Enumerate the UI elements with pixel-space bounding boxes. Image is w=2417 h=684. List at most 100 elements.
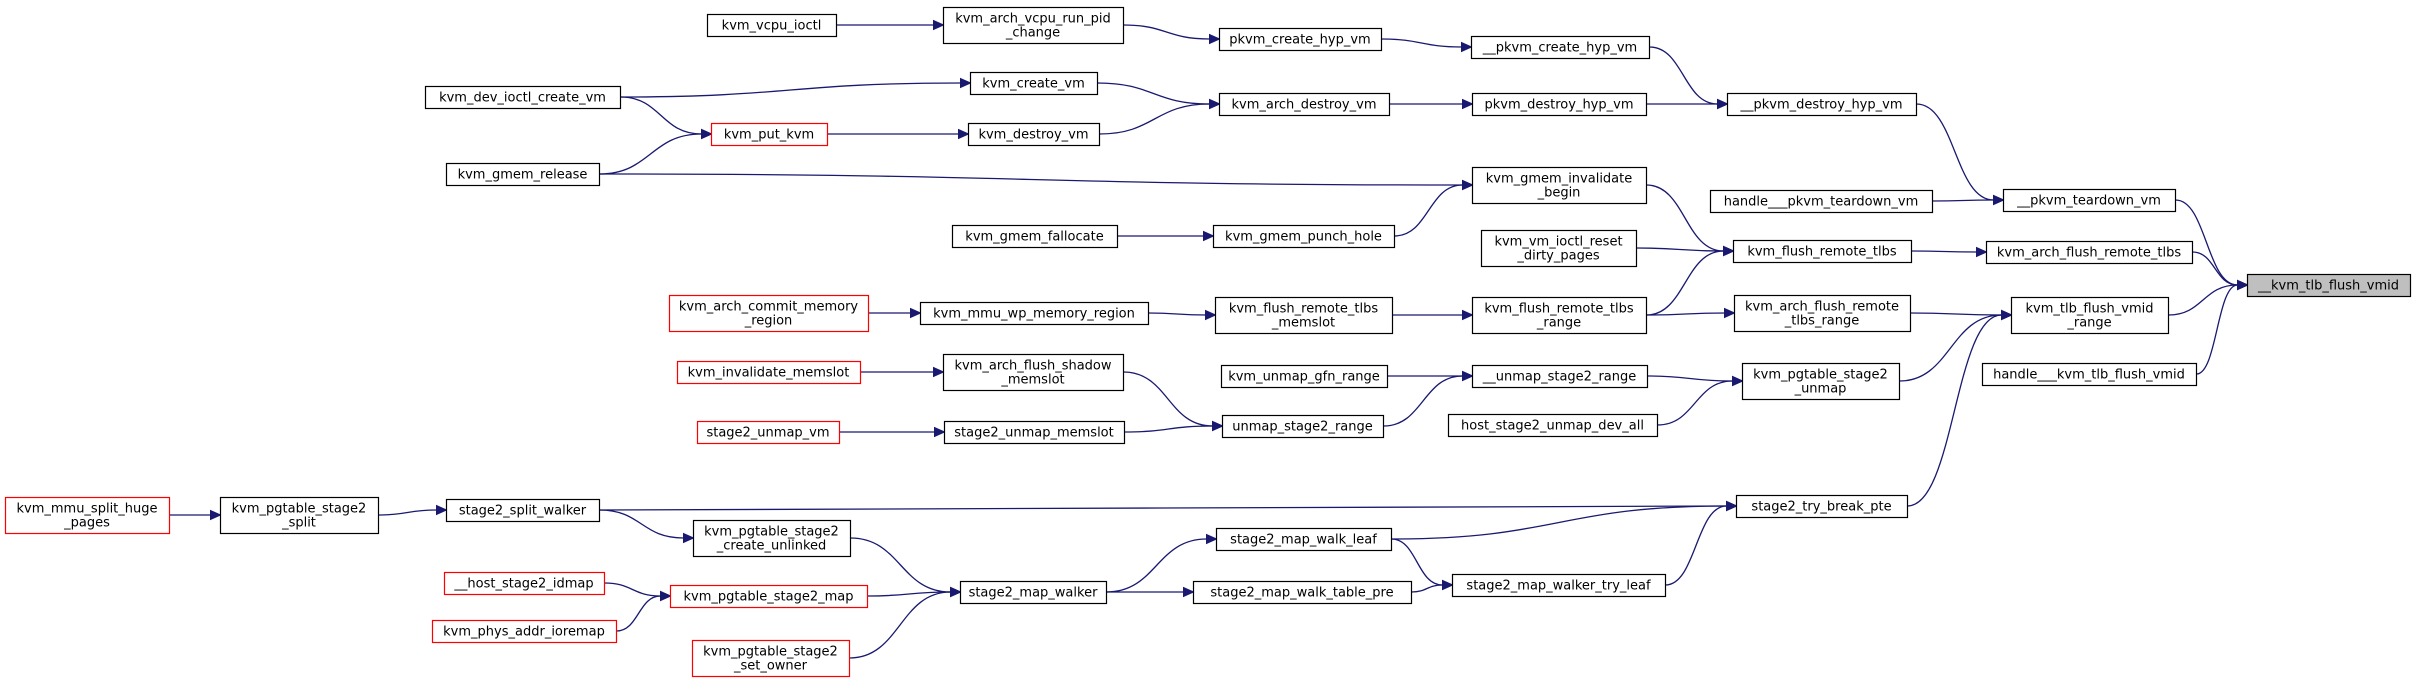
node-pkvm-create-hyp-vm[interactable]: pkvm_create_hyp_vm xyxy=(1218,27,1383,52)
node-kvm-invalidate-memslot[interactable]: kvm_invalidate_memslot xyxy=(676,360,862,385)
edge-kvm-dev-ioctl-create-vm-to-kvm-put-kvm xyxy=(620,96,713,140)
node-stage2-unmap-memslot[interactable]: stage2_unmap_memslot xyxy=(943,420,1126,445)
node-label: kvm_gmem_invalidate xyxy=(1486,172,1633,187)
node-kvm-pgtable-stage2-unmap[interactable]: kvm_pgtable_stage2_unmap xyxy=(1741,362,1901,401)
node-kvm-arch-destroy-vm[interactable]: kvm_arch_destroy_vm xyxy=(1218,92,1391,117)
node-pkvm-teardown-vm[interactable]: __pkvm_teardown_vm xyxy=(2002,188,2177,213)
node-kvm-arch-flush-remote-tlbs-range[interactable]: kvm_arch_flush_remote_tlbs_range xyxy=(1733,294,1912,333)
edge-kvm-arch-flush-shadow-memslot-to-unmap-stage2-range xyxy=(1123,371,1224,432)
node-kvm-gmem-punch-hole[interactable]: kvm_gmem_punch_hole xyxy=(1212,224,1396,249)
edge-kvm-put-kvm-to-kvm-destroy-vm xyxy=(827,128,970,140)
node-kvm-vcpu-ioctl[interactable]: kvm_vcpu_ioctl xyxy=(706,13,838,38)
node-label: _memslot xyxy=(1000,373,1064,388)
node-stage2-map-walk-leaf[interactable]: stage2_map_walk_leaf xyxy=(1215,527,1393,552)
node-pkvm-destroy-hyp-vm[interactable]: pkvm_destroy_hyp_vm xyxy=(1471,92,1648,117)
node-host-stage2-unmap-dev-all[interactable]: host_stage2_unmap_dev_all xyxy=(1447,413,1659,438)
node-label: host_stage2_unmap_dev_all xyxy=(1461,419,1644,434)
node-kvm-unmap-gfn-range[interactable]: kvm_unmap_gfn_range xyxy=(1220,364,1389,389)
edge-stage2-unmap-vm-to-stage2-unmap-memslot xyxy=(839,426,946,438)
nodes-layer: __kvm_tlb_flush_vmid__pkvm_teardown_vmkv… xyxy=(4,6,2412,678)
node-label: __pkvm_teardown_vm xyxy=(2016,194,2161,209)
node-unmap-stage2-range2[interactable]: __unmap_stage2_range xyxy=(1471,364,1649,389)
node-host-stage2-idmap[interactable]: __host_stage2_idmap xyxy=(443,571,606,596)
node-kvm-destroy-vm[interactable]: kvm_destroy_vm xyxy=(967,122,1101,147)
edge-host-stage2-unmap-dev-all-to-kvm-pgtable-stage2-unmap xyxy=(1657,375,1744,426)
node-kvm-pgtable-stage2-map[interactable]: kvm_pgtable_stage2_map xyxy=(669,584,869,609)
node-stage2-try-break-pte[interactable]: stage2_try_break_pte xyxy=(1735,494,1909,519)
node-box xyxy=(2246,273,2412,298)
node-stage2-map-walker-try-leaf[interactable]: stage2_map_walker_try_leaf xyxy=(1451,573,1667,598)
node-box xyxy=(2002,188,2177,213)
edge-kvm-pgtable-stage2-set-owner-to-stage2-map-walker xyxy=(849,586,962,659)
node-label: pkvm_create_hyp_vm xyxy=(1229,33,1370,48)
node-stage2-map-walk-table-pre[interactable]: stage2_map_walk_table_pre xyxy=(1192,580,1413,605)
node-kvm-pgtable-stage2-set-owner[interactable]: kvm_pgtable_stage2_set_owner xyxy=(691,639,851,678)
arrowhead xyxy=(660,590,672,602)
edge-stage2-split-walker-to-stage2-try-break-pte xyxy=(599,500,1738,512)
node-label: stage2_map_walk_leaf xyxy=(1230,533,1377,548)
node-kvm-pgtable-stage2-create-unlinked[interactable]: kvm_pgtable_stage2_create_unlinked xyxy=(692,519,852,558)
node-box xyxy=(706,13,838,38)
node-label: __unmap_stage2_range xyxy=(1482,370,1637,385)
node-kvm-phys-addr-ioremap[interactable]: kvm_phys_addr_ioremap xyxy=(431,619,618,644)
edge-stage2-map-walker-to-stage2-map-walk-table-pre xyxy=(1106,586,1195,598)
node-kvm-flush-remote-tlbs[interactable]: kvm_flush_remote_tlbs xyxy=(1732,239,1913,264)
node-kvm-create-vm[interactable]: kvm_create_vm xyxy=(969,71,1099,96)
node-kvm-arch-commit-memory-region[interactable]: kvm_arch_commit_memory_region xyxy=(668,294,870,333)
node-stage2-split-walker[interactable]: stage2_split_walker xyxy=(445,498,601,523)
node-box xyxy=(676,360,862,385)
node-kvm-dev-ioctl-create-vm[interactable]: kvm_dev_ioctl_create_vm xyxy=(424,85,622,110)
node-box xyxy=(1709,189,1934,214)
edge-stage2-unmap-memslot-to-unmap-stage2-range xyxy=(1124,420,1224,433)
node-box xyxy=(669,584,869,609)
node-kvm-vm-ioctl-reset-dirty-pages[interactable]: kvm_vm_ioctl_reset_dirty_pages xyxy=(1480,229,1638,268)
node-box xyxy=(1981,362,2198,387)
node-pkvm-destroy-hyp-vm2[interactable]: __pkvm_destroy_hyp_vm xyxy=(1726,92,1918,117)
node-label: kvm_flush_remote_tlbs xyxy=(1747,245,1897,260)
arrowhead xyxy=(1717,98,1729,110)
node-kvm-mmu-wp-memory-region[interactable]: kvm_mmu_wp_memory_region xyxy=(919,301,1150,326)
node-kvm-arch-flush-shadow-memslot[interactable]: kvm_arch_flush_shadow_memslot xyxy=(942,353,1125,392)
node-box xyxy=(1732,239,1913,264)
node-kvm-arch-vcpu-run-pid-change[interactable]: kvm_arch_vcpu_run_pid_change xyxy=(942,6,1125,45)
arrowhead xyxy=(1209,33,1221,45)
node-box xyxy=(431,619,618,644)
node-unmap-stage2-range[interactable]: unmap_stage2_range xyxy=(1221,414,1385,439)
edge-stage2-map-walker-try-leaf-to-stage2-try-break-pte xyxy=(1665,500,1738,586)
node-box xyxy=(692,519,852,558)
node-handle-kvm-tlb-flush-vmid[interactable]: handle___kvm_tlb_flush_vmid xyxy=(1981,362,2198,387)
node-label: stage2_map_walker xyxy=(969,586,1099,601)
node-pkvm-create-hyp-vm2[interactable]: __pkvm_create_hyp_vm xyxy=(1470,35,1651,60)
edge-kvm-arch-commit-memory-region-to-kvm-mmu-wp-memory-region xyxy=(868,307,922,319)
arrowhead xyxy=(910,307,922,319)
node-tlb-flush-vmid[interactable]: __kvm_tlb_flush_vmid xyxy=(2246,273,2412,298)
node-stage2-map-walker[interactable]: stage2_map_walker xyxy=(959,580,1108,605)
node-kvm-put-kvm[interactable]: kvm_put_kvm xyxy=(710,122,829,147)
edge-kvm-gmem-punch-hole-to-kvm-gmem-invalidate-begin xyxy=(1394,179,1474,237)
arrowhead xyxy=(1462,370,1474,382)
node-stage2-unmap-vm[interactable]: stage2_unmap_vm xyxy=(696,420,841,445)
node-label: __kvm_tlb_flush_vmid xyxy=(2257,279,2399,294)
node-box xyxy=(1733,294,1912,333)
node-kvm-gmem-fallocate[interactable]: kvm_gmem_fallocate xyxy=(951,224,1119,249)
node-kvm-gmem-release[interactable]: kvm_gmem_release xyxy=(445,162,601,187)
node-box xyxy=(942,353,1125,392)
node-box xyxy=(1192,580,1413,605)
node-kvm-pgtable-stage2-split[interactable]: kvm_pgtable_stage2_split xyxy=(219,496,380,535)
node-kvm-gmem-invalidate-begin[interactable]: kvm_gmem_invalidate_begin xyxy=(1471,166,1648,205)
node-kvm-flush-remote-tlbs-memslot[interactable]: kvm_flush_remote_tlbs_memslot xyxy=(1214,296,1394,335)
edge-kvm-flush-remote-tlbs-memslot-to-kvm-flush-remote-tlbs-range xyxy=(1392,309,1474,321)
node-kvm-arch-flush-remote-tlbs[interactable]: kvm_arch_flush_remote_tlbs xyxy=(1985,240,2194,265)
node-label: kvm_arch_flush_shadow xyxy=(954,359,1111,374)
node-handle-pkvm-teardown-vm[interactable]: handle___pkvm_teardown_vm xyxy=(1709,189,1934,214)
edge-kvm-gmem-release-to-kvm-put-kvm xyxy=(599,128,713,175)
node-kvm-mmu-split-huge-pages[interactable]: kvm_mmu_split_huge_pages xyxy=(4,496,171,535)
node-box xyxy=(1220,364,1389,389)
node-label: kvm_arch_vcpu_run_pid xyxy=(955,12,1111,27)
node-kvm-tlb-flush-vmid-range[interactable]: kvm_tlb_flush_vmid_range xyxy=(2010,296,2170,335)
arrowhead xyxy=(1976,246,1988,258)
arrowhead xyxy=(683,532,695,544)
node-kvm-flush-remote-tlbs-range[interactable]: kvm_flush_remote_tlbs_range xyxy=(1471,296,1648,335)
node-label: kvm_arch_flush_remote_tlbs xyxy=(1997,246,2181,261)
